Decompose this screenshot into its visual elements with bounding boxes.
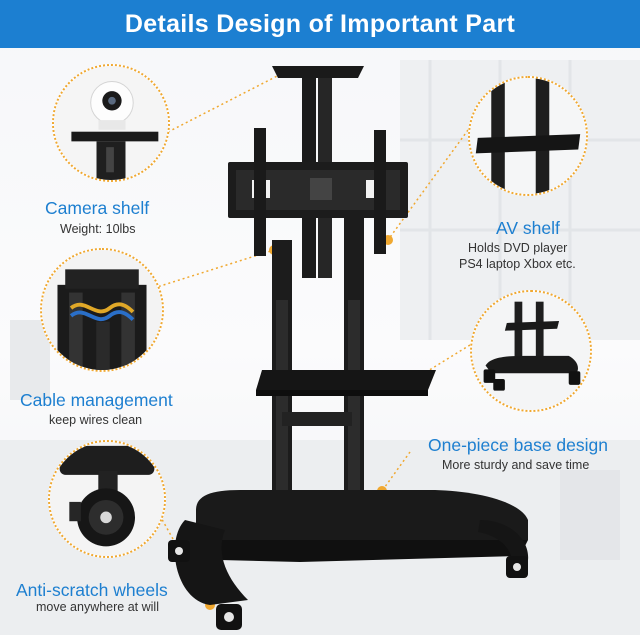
cable-management-subtitle: keep wires clean xyxy=(49,413,143,427)
caster-wheel-icon xyxy=(50,442,164,556)
header-banner: Details Design of Important Part xyxy=(0,0,640,48)
camera-shelf-detail xyxy=(52,64,170,182)
wheels-detail xyxy=(48,440,166,558)
base-icon xyxy=(472,292,590,410)
av-shelf-subtitle-line2: PS4 laptop Xbox etc. xyxy=(459,257,576,271)
wheels-title: Anti-scratch wheels xyxy=(16,580,168,600)
av-shelf-detail xyxy=(468,76,588,196)
banner-title: Details Design of Important Part xyxy=(124,9,516,38)
base-design-title: One-piece base design xyxy=(428,435,608,455)
cable-management-icon xyxy=(42,250,162,370)
av-shelf-title: AV shelf xyxy=(496,218,560,238)
base-design-detail xyxy=(470,290,592,412)
cable-management-title: Cable management xyxy=(20,390,173,410)
av-shelf-subtitle-line1: Holds DVD player xyxy=(468,241,568,255)
wheels-subtitle: move anywhere at will xyxy=(36,600,159,614)
camera-shelf-title: Camera shelf xyxy=(45,198,150,218)
cable-management-detail xyxy=(40,248,164,372)
camera-shelf-icon xyxy=(54,66,168,180)
base-design-subtitle: More sturdy and save time xyxy=(442,458,590,472)
camera-shelf-subtitle: Weight: 10lbs xyxy=(60,222,136,236)
av-shelf-icon xyxy=(470,78,586,194)
